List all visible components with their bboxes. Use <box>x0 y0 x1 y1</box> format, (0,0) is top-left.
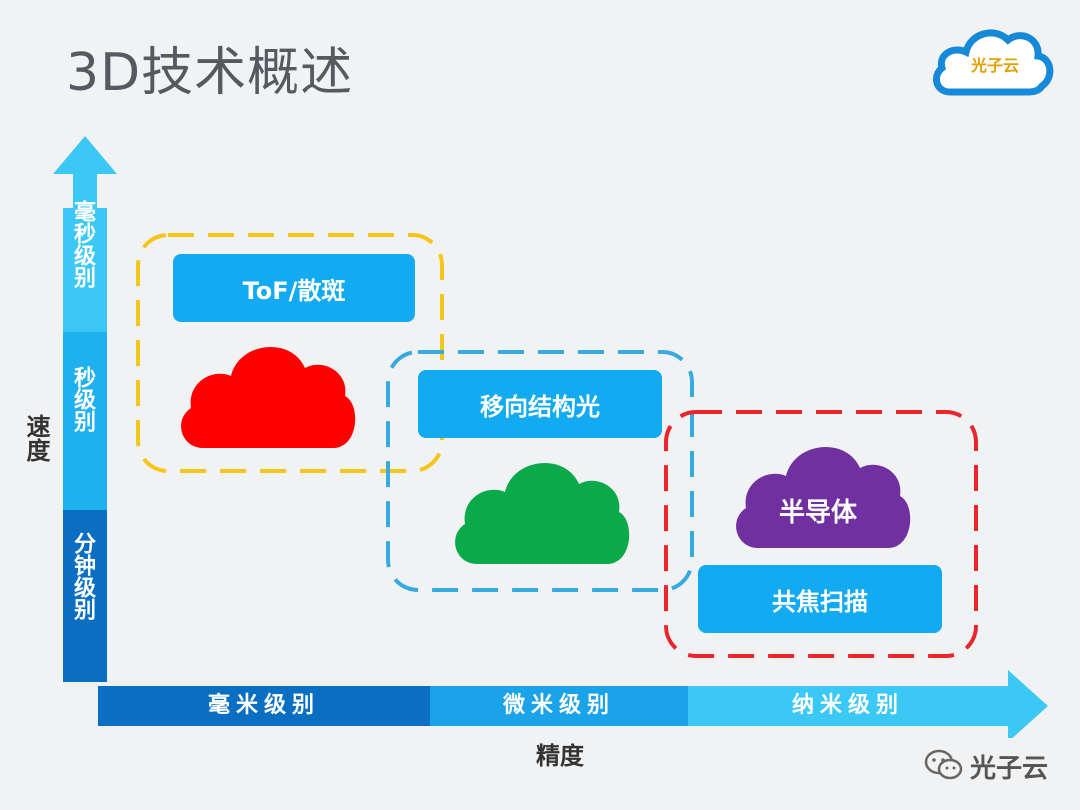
y-axis-label: 速度 <box>22 414 50 462</box>
y-level-min: 分钟级别 <box>70 532 95 620</box>
x-level-um: 微米级别 <box>502 693 615 718</box>
logo-text: 光子云 <box>970 56 1019 75</box>
cloud-green-icon <box>455 462 630 564</box>
tech-box-tof: ToF/散斑 <box>173 254 415 322</box>
frame-confocal <box>664 410 978 658</box>
cloud-label-semiconductor: 半导体 <box>778 498 857 528</box>
watermark-text: 光子云 <box>970 754 1049 784</box>
frame-structured-light <box>386 350 694 592</box>
wechat-icon <box>924 749 963 780</box>
y-axis-arrow <box>53 136 117 682</box>
tech-box-confocal: 共焦扫描 <box>698 565 942 633</box>
y-level-ms: 毫秒级别 <box>70 200 95 288</box>
cloud-purple-icon <box>736 446 911 548</box>
y-level-s: 秒级别 <box>70 366 95 432</box>
tech-box-structured-light: 移向结构光 <box>418 370 662 438</box>
x-axis-label: 精度 <box>536 742 584 770</box>
x-axis-arrow <box>98 670 1048 738</box>
logo-cloud-icon <box>932 29 1054 96</box>
x-level-mm: 毫米级别 <box>207 693 320 718</box>
x-level-nm: 纳米级别 <box>791 693 904 718</box>
page-title: 3D技术概述 <box>66 43 354 103</box>
cloud-red-icon <box>181 346 356 448</box>
